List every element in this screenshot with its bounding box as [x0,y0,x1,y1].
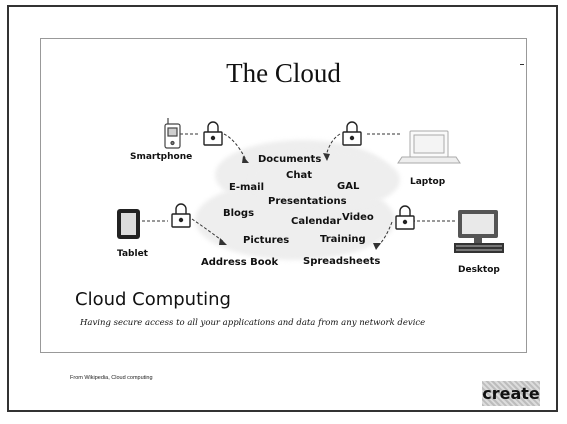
laptop-icon [397,130,461,164]
padlock-icon [203,121,223,146]
arrowhead [373,243,381,250]
smartphone-icon [164,118,181,149]
arrowhead [323,153,330,161]
logo-text: create [482,384,540,403]
section-subtitle: Having secure access to all your applica… [80,318,426,328]
cloud-item-chat: Chat [286,170,312,181]
cloud-item-address-book: Address Book [201,257,279,268]
cloud-item-training: Training [320,234,366,245]
section-heading: Cloud Computing [75,289,231,310]
corner-mark [520,64,524,65]
cloud-item-blogs: Blogs [223,208,255,219]
padlock-icon [171,203,191,228]
cloud-item-spreadsheets: Spreadsheets [303,256,381,267]
cloud-item-pictures: Pictures [243,235,290,246]
padlock-icon [342,121,362,146]
arrowhead [242,156,249,163]
arrow-laptop-to-cloud [325,133,400,157]
arrow-smartphone-to-cloud [180,133,247,161]
cloud-item-presentations: Presentations [268,196,347,207]
arrow-desktop-to-cloud [377,220,455,247]
device-label-desktop: Desktop [458,265,500,275]
desktop-icon [454,210,504,253]
source-credit: From Wikipedia, Cloud computing [70,375,153,381]
padlock-icon [395,205,415,230]
cloud-item-video: Video [342,212,374,223]
device-label-smartphone: Smartphone [130,152,193,162]
cloud-item-documents: Documents [258,154,322,165]
cloud-item-email: E-mail [229,182,265,193]
device-label-tablet: Tablet [117,249,148,259]
cloud-item-calendar: Calendar [291,216,342,227]
create-logo: create [482,381,540,406]
cloud-item-gal: GAL [337,181,360,192]
arrowhead [219,238,227,245]
tablet-icon [117,209,140,239]
device-label-laptop: Laptop [410,177,446,187]
slide-title: The Cloud [226,58,341,88]
